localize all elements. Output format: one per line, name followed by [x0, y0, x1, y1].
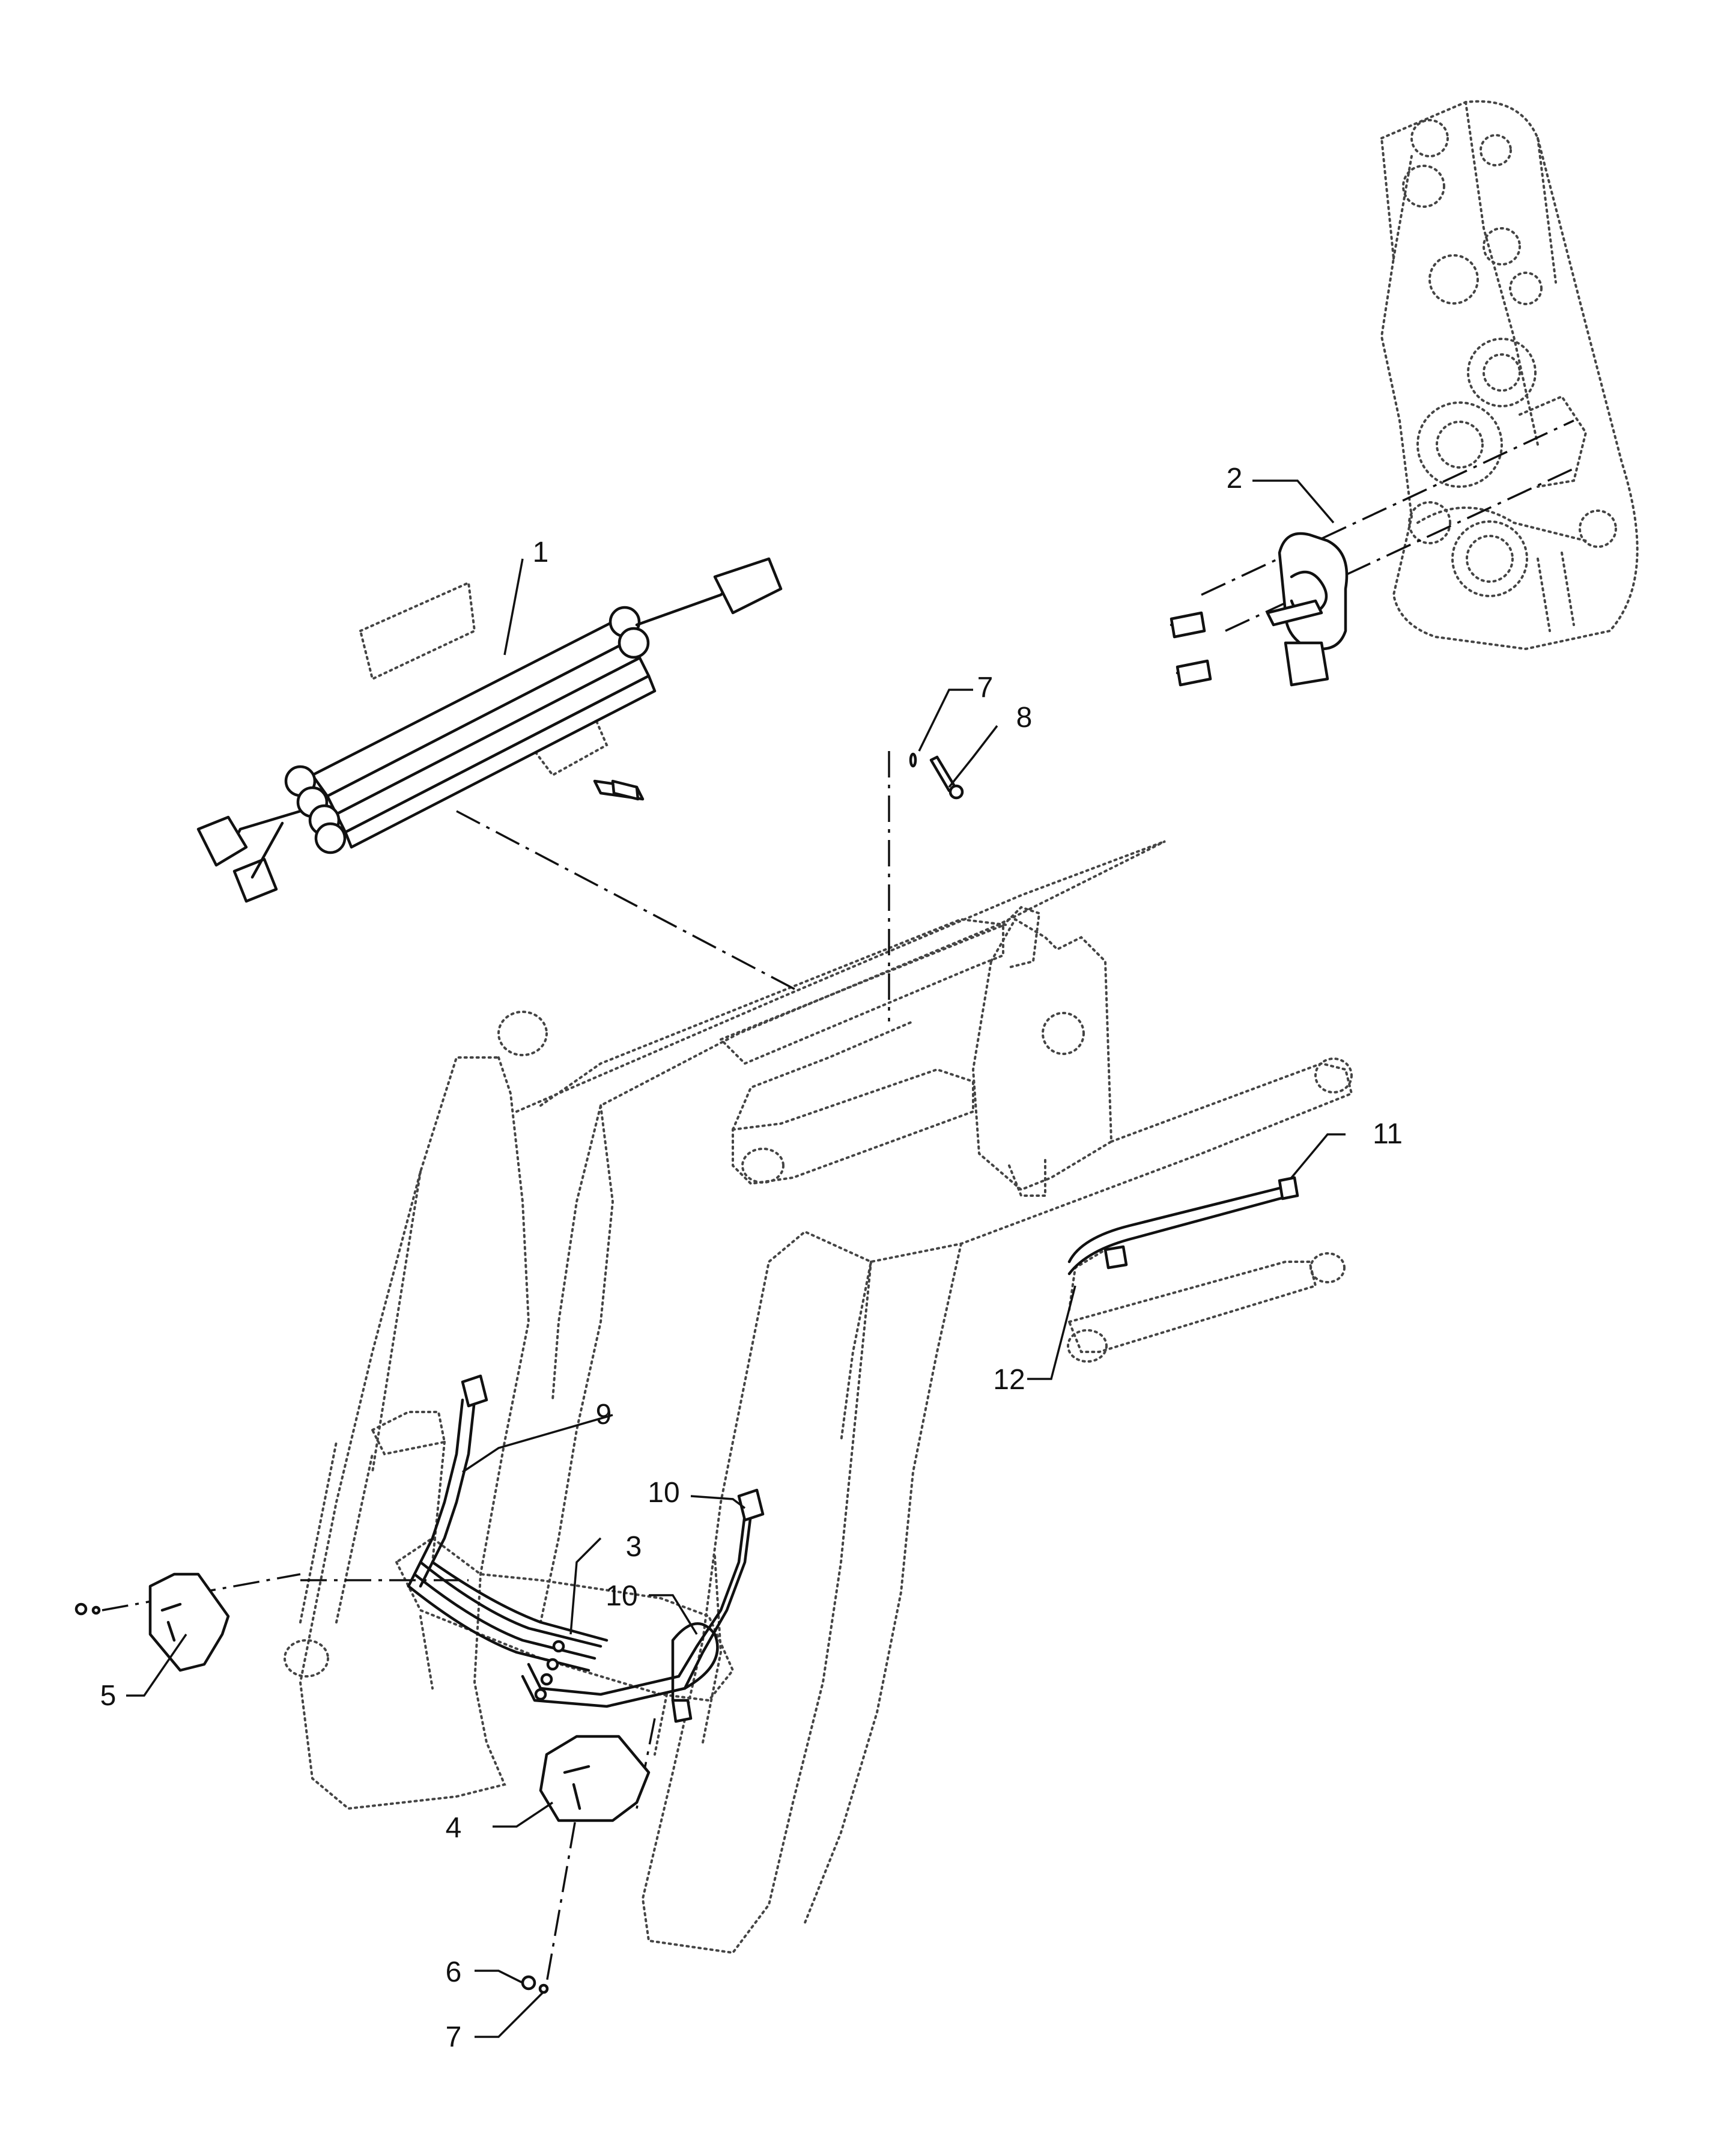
callout-6: 6	[446, 1956, 462, 1988]
part-hose-routing-right-tilt	[1067, 1176, 1299, 1276]
callout-1: 1	[533, 537, 549, 568]
callout-7-top: 7	[977, 672, 994, 704]
callout-5: 5	[100, 1680, 117, 1712]
callout-10-lower: 10	[605, 1580, 637, 1612]
part-hose-routing-left-arm	[407, 1374, 765, 1723]
callout-9: 9	[596, 1399, 612, 1431]
part-mounting-bracket	[1170, 532, 1349, 687]
part-guard-lower	[521, 1735, 651, 1994]
part-hydraulic-hose-bundle	[196, 557, 783, 903]
tractor-frame-reference	[1380, 100, 1639, 651]
callout-11: 11	[1373, 1118, 1403, 1150]
callout-10-upper: 10	[648, 1477, 679, 1509]
callout-8: 8	[1016, 702, 1033, 734]
alignment-lines	[102, 419, 1574, 1983]
loader-frame-reference	[284, 840, 1353, 1955]
callout-leaders	[126, 479, 1346, 2038]
callout-4: 4	[446, 1812, 462, 1844]
callout-3: 3	[626, 1531, 642, 1563]
callout-12: 12	[993, 1364, 1025, 1396]
callout-2: 2	[1227, 463, 1243, 494]
part-guard-left	[74, 1572, 230, 1672]
callout-labels: 1 2 3 4 5 6 7 7 8 9 10 10 11 12	[100, 463, 1403, 2053]
callout-7-bottom: 7	[446, 2021, 462, 2053]
part-pin-washer-top	[611, 752, 964, 801]
